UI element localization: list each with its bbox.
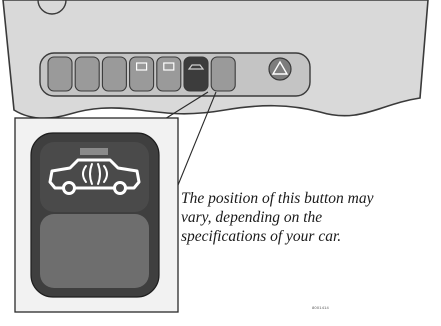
alarm-sensor-button[interactable] [184, 57, 208, 91]
indicator-led [80, 148, 108, 155]
zoomed-sensor-button [31, 133, 159, 297]
caption: The position of this button may vary, de… [181, 189, 439, 246]
figure-code: 8001414 [312, 305, 329, 310]
panel-button-1[interactable] [48, 57, 72, 91]
caption-line-2: vary, depending on the [181, 208, 439, 227]
caption-line-1: The position of this button may [181, 189, 439, 208]
caption-line-3: specifications of your car. [181, 227, 439, 246]
panel-button-2[interactable] [75, 57, 99, 91]
panel-button-5[interactable] [157, 57, 181, 91]
panel-button-7[interactable] [211, 57, 235, 91]
panel-button-3[interactable] [102, 57, 126, 91]
panel-button-row [48, 57, 235, 91]
panel-button-4[interactable] [130, 57, 154, 91]
